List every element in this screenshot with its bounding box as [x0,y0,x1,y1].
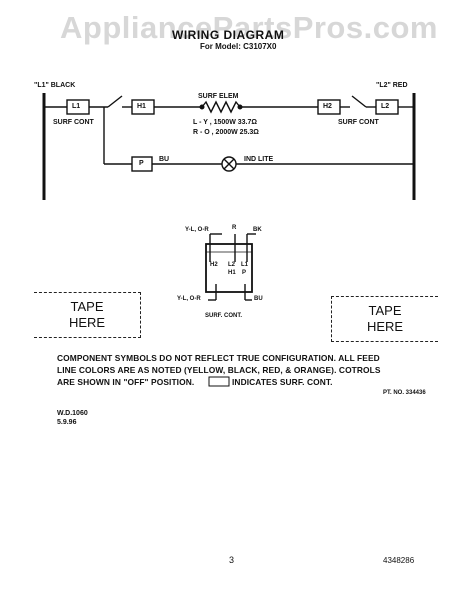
surf-cont-block [205,243,253,293]
rating-line-1: L - Y , 1500W 33.7Ω [193,119,257,126]
switch-term-l1: L1 [241,262,249,268]
watermark-text: AppliancePartsPros.com [60,10,438,45]
wd-date: 5.9.96 [57,419,77,426]
tape-right-line1: TAPE [368,303,402,318]
terminal-p-label: P [139,160,144,167]
switch-wire-yl-or: Y-L, O-R [185,227,209,233]
wd-number: W.D.1060 [57,410,88,417]
document-number: 4348286 [383,556,415,565]
left-switch-blade [107,95,123,108]
wire-bu-label: BU [159,156,170,163]
switch-term-p: P [242,270,247,276]
model-subtitle: For Model: C3107X0 [200,42,277,51]
surf-elem-label: SURF ELEM [198,93,239,100]
switch-term-l2: L2 [228,262,236,268]
note-line-2: LINE COLORS ARE AS NOTED (YELLOW, BLACK,… [57,365,381,375]
terminal-l2-label: L2 [381,103,390,110]
tape-here-left: TAPE HERE [34,292,141,338]
surf-cont-left-label: SURF CONT [53,119,94,126]
tape-here-right: TAPE HERE [331,296,438,342]
switch-wire-bu-bottom: BU [254,296,263,302]
terminal-l1-label: L1 [72,103,81,110]
switch-term-h1: H1 [228,270,236,276]
switch-wire-bk: BK [253,227,262,233]
tape-left-line2: HERE [68,315,106,330]
l2-label: "L2" RED [376,82,408,89]
l1-label: "L1" BLACK [34,82,76,89]
ind-lite-label: IND LITE [244,156,274,163]
tape-right-line2: HERE [366,319,404,334]
note-line-3b: INDICATES SURF. CONT. [232,377,333,387]
right-switch-blade [351,95,367,108]
diagram-title: WIRING DIAGRAM [172,28,285,42]
rating-line-2: R - O , 2000W 25.3Ω [193,129,259,136]
note-line-1: COMPONENT SYMBOLS DO NOT REFLECT TRUE CO… [57,353,380,363]
surf-cont-right-label: SURF CONT [338,119,379,126]
terminal-h1-label: H1 [137,103,146,110]
switch-wire-r: R [232,225,237,231]
switch-caption: SURF. CONT. [205,313,243,319]
surf-cont-legend-icon [208,376,230,387]
page-number: 3 [229,555,235,565]
part-number: PT. NO. 334436 [383,390,426,396]
switch-wire-yl-or-bottom: Y-L, O-R [177,296,201,302]
surf-elem-resistor [201,100,241,114]
terminal-h2-label: H2 [323,103,332,110]
tape-left-line1: TAPE [70,299,104,314]
note-line-3a: ARE SHOWN IN "OFF" POSITION. [57,377,195,387]
switch-term-h2: H2 [210,262,218,268]
